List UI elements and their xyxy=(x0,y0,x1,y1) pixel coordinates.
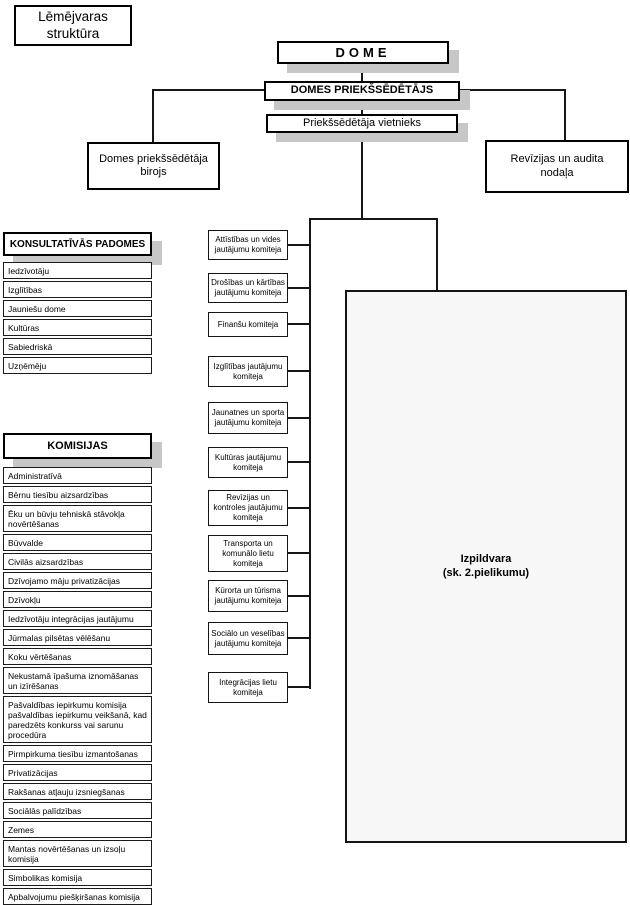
commission-item: Koku vērtēšanas xyxy=(3,648,152,666)
connector-committee-stub xyxy=(287,686,310,688)
commission-item: Rakšanas atļauju izsniegšanas xyxy=(3,783,152,801)
connector-committee-stub xyxy=(287,595,310,597)
connector-committee-spine xyxy=(309,218,311,689)
commission-item: Bērnu tiesību aizsardzības xyxy=(3,486,152,504)
committee-box: Kultūras jautājumu komiteja xyxy=(208,447,288,478)
audit-department-box: Revīzijas un audita nodaļa xyxy=(485,140,629,193)
advisory-council-item: Kultūras xyxy=(3,319,152,337)
connector-committee-stub xyxy=(287,461,310,463)
executive-box: Izpildvara (sk. 2.pielikumu) xyxy=(345,290,627,843)
commission-item: Dzīvojamo māju privatizācijas xyxy=(3,572,152,590)
commission-item: Dzīvokļu xyxy=(3,591,152,609)
advisory-councils-header: KONSULTATĪVĀS PADOMES xyxy=(3,232,152,256)
committee-box: Attīstības un vides jautājumu komiteja xyxy=(208,230,288,260)
commission-item: Ēku un būvju tehniskā stāvokļa novērtēša… xyxy=(3,505,152,533)
commissions-header: KOMISIJAS xyxy=(3,433,152,459)
commission-item: Sociālās palīdzības xyxy=(3,802,152,820)
connector-audit-v xyxy=(564,89,566,140)
advisory-councils-list: Iedzīvotāju Izglītības Jauniešu dome Kul… xyxy=(3,262,152,375)
advisory-council-item: Uzņēmēju xyxy=(3,357,152,375)
connector-committee-stub xyxy=(287,244,310,246)
commission-item: Būvvalde xyxy=(3,534,152,552)
commission-item: Nekustamā īpašuma iznomāšanas un izīrēša… xyxy=(3,667,152,695)
connector-vice-down xyxy=(361,133,363,220)
commission-item: Simbolikas komisija xyxy=(3,869,152,887)
advisory-council-item: Izglītības xyxy=(3,281,152,299)
committee-box: Drošības un kārtības jautājumu komiteja xyxy=(208,273,288,303)
chairman-box: DOMES PRIEKŠSĒDĒTĀJS xyxy=(264,81,460,101)
committee-box: Izglītības jautājumu komiteja xyxy=(208,356,288,387)
connector-committee-stub xyxy=(287,323,310,325)
advisory-council-item: Sabiedriskā xyxy=(3,338,152,356)
advisory-council-item: Iedzīvotāju xyxy=(3,262,152,280)
commission-item: Administratīvā xyxy=(3,467,152,485)
vice-chairman-box: Priekšsēdētāja vietnieks xyxy=(266,114,458,133)
committee-box: Jaunatnes un sporta jautājumu komiteja xyxy=(208,402,288,434)
commission-item: Civilās aizsardzības xyxy=(3,553,152,571)
commission-item: Apbalvojumu piešķiršanas komisija xyxy=(3,888,152,905)
advisory-council-item: Jauniešu dome xyxy=(3,300,152,318)
connector-committee-stub xyxy=(287,417,310,419)
org-chart: { "diagram": { "title": "Lēmējvaras stru… xyxy=(3,5,629,905)
executive-label-line2: (sk. 2.pielikumu) xyxy=(442,566,530,579)
committee-box: Transporta un komunālo lietu komiteja xyxy=(208,535,288,572)
commissions-list: Administratīvā Bērnu tiesību aizsardzība… xyxy=(3,467,152,905)
connector-committee-stub xyxy=(287,637,310,639)
connector-committee-stub xyxy=(287,370,310,372)
committee-box: Finanšu komiteja xyxy=(208,312,288,337)
connector-chairman-office-v xyxy=(152,89,154,142)
commission-item: Iedzīvotāju integrācijas jautājumu xyxy=(3,610,152,628)
committee-box: Revīzijas un kontroles jautājumu komitej… xyxy=(208,490,288,526)
committee-box: Sociālo un veselības jautājumu komiteja xyxy=(208,622,288,655)
commission-item: Mantas novērtēšanas un izsoļu komisija xyxy=(3,840,152,868)
connector-executive-drop xyxy=(436,218,438,290)
connector-committee-stub xyxy=(287,552,310,554)
connector-junction-h xyxy=(310,218,438,220)
executive-label-line1: Izpildvara xyxy=(460,553,512,566)
connector-audit-h xyxy=(459,89,566,91)
connector-committee-stub xyxy=(287,287,310,289)
connector-committee-stub xyxy=(287,507,310,509)
committee-box: Kūrorta un tūrisma jautājumu komiteja xyxy=(208,580,288,612)
dome-box: DOME xyxy=(277,41,449,64)
commission-item: Jūrmalas pilsētas vēlēšanu xyxy=(3,629,152,647)
commission-item: Pirmpirkuma tiesību izmantošanas xyxy=(3,745,152,763)
commission-item: Zemes xyxy=(3,821,152,839)
chart-title: Lēmējvaras struktūra xyxy=(14,5,132,46)
chairman-office-box: Domes priekšsēdētāja birojs xyxy=(87,142,220,190)
commission-item: Privatizācijas xyxy=(3,764,152,782)
connector-dome-chairman xyxy=(361,63,363,82)
connector-chairman-vice xyxy=(361,100,363,115)
connector-chairman-office-h xyxy=(153,89,266,91)
commission-item: Pašvaldības iepirkumu komisija pašvaldīb… xyxy=(3,696,152,744)
committee-box: Integrācijas lietu komiteja xyxy=(208,672,288,703)
